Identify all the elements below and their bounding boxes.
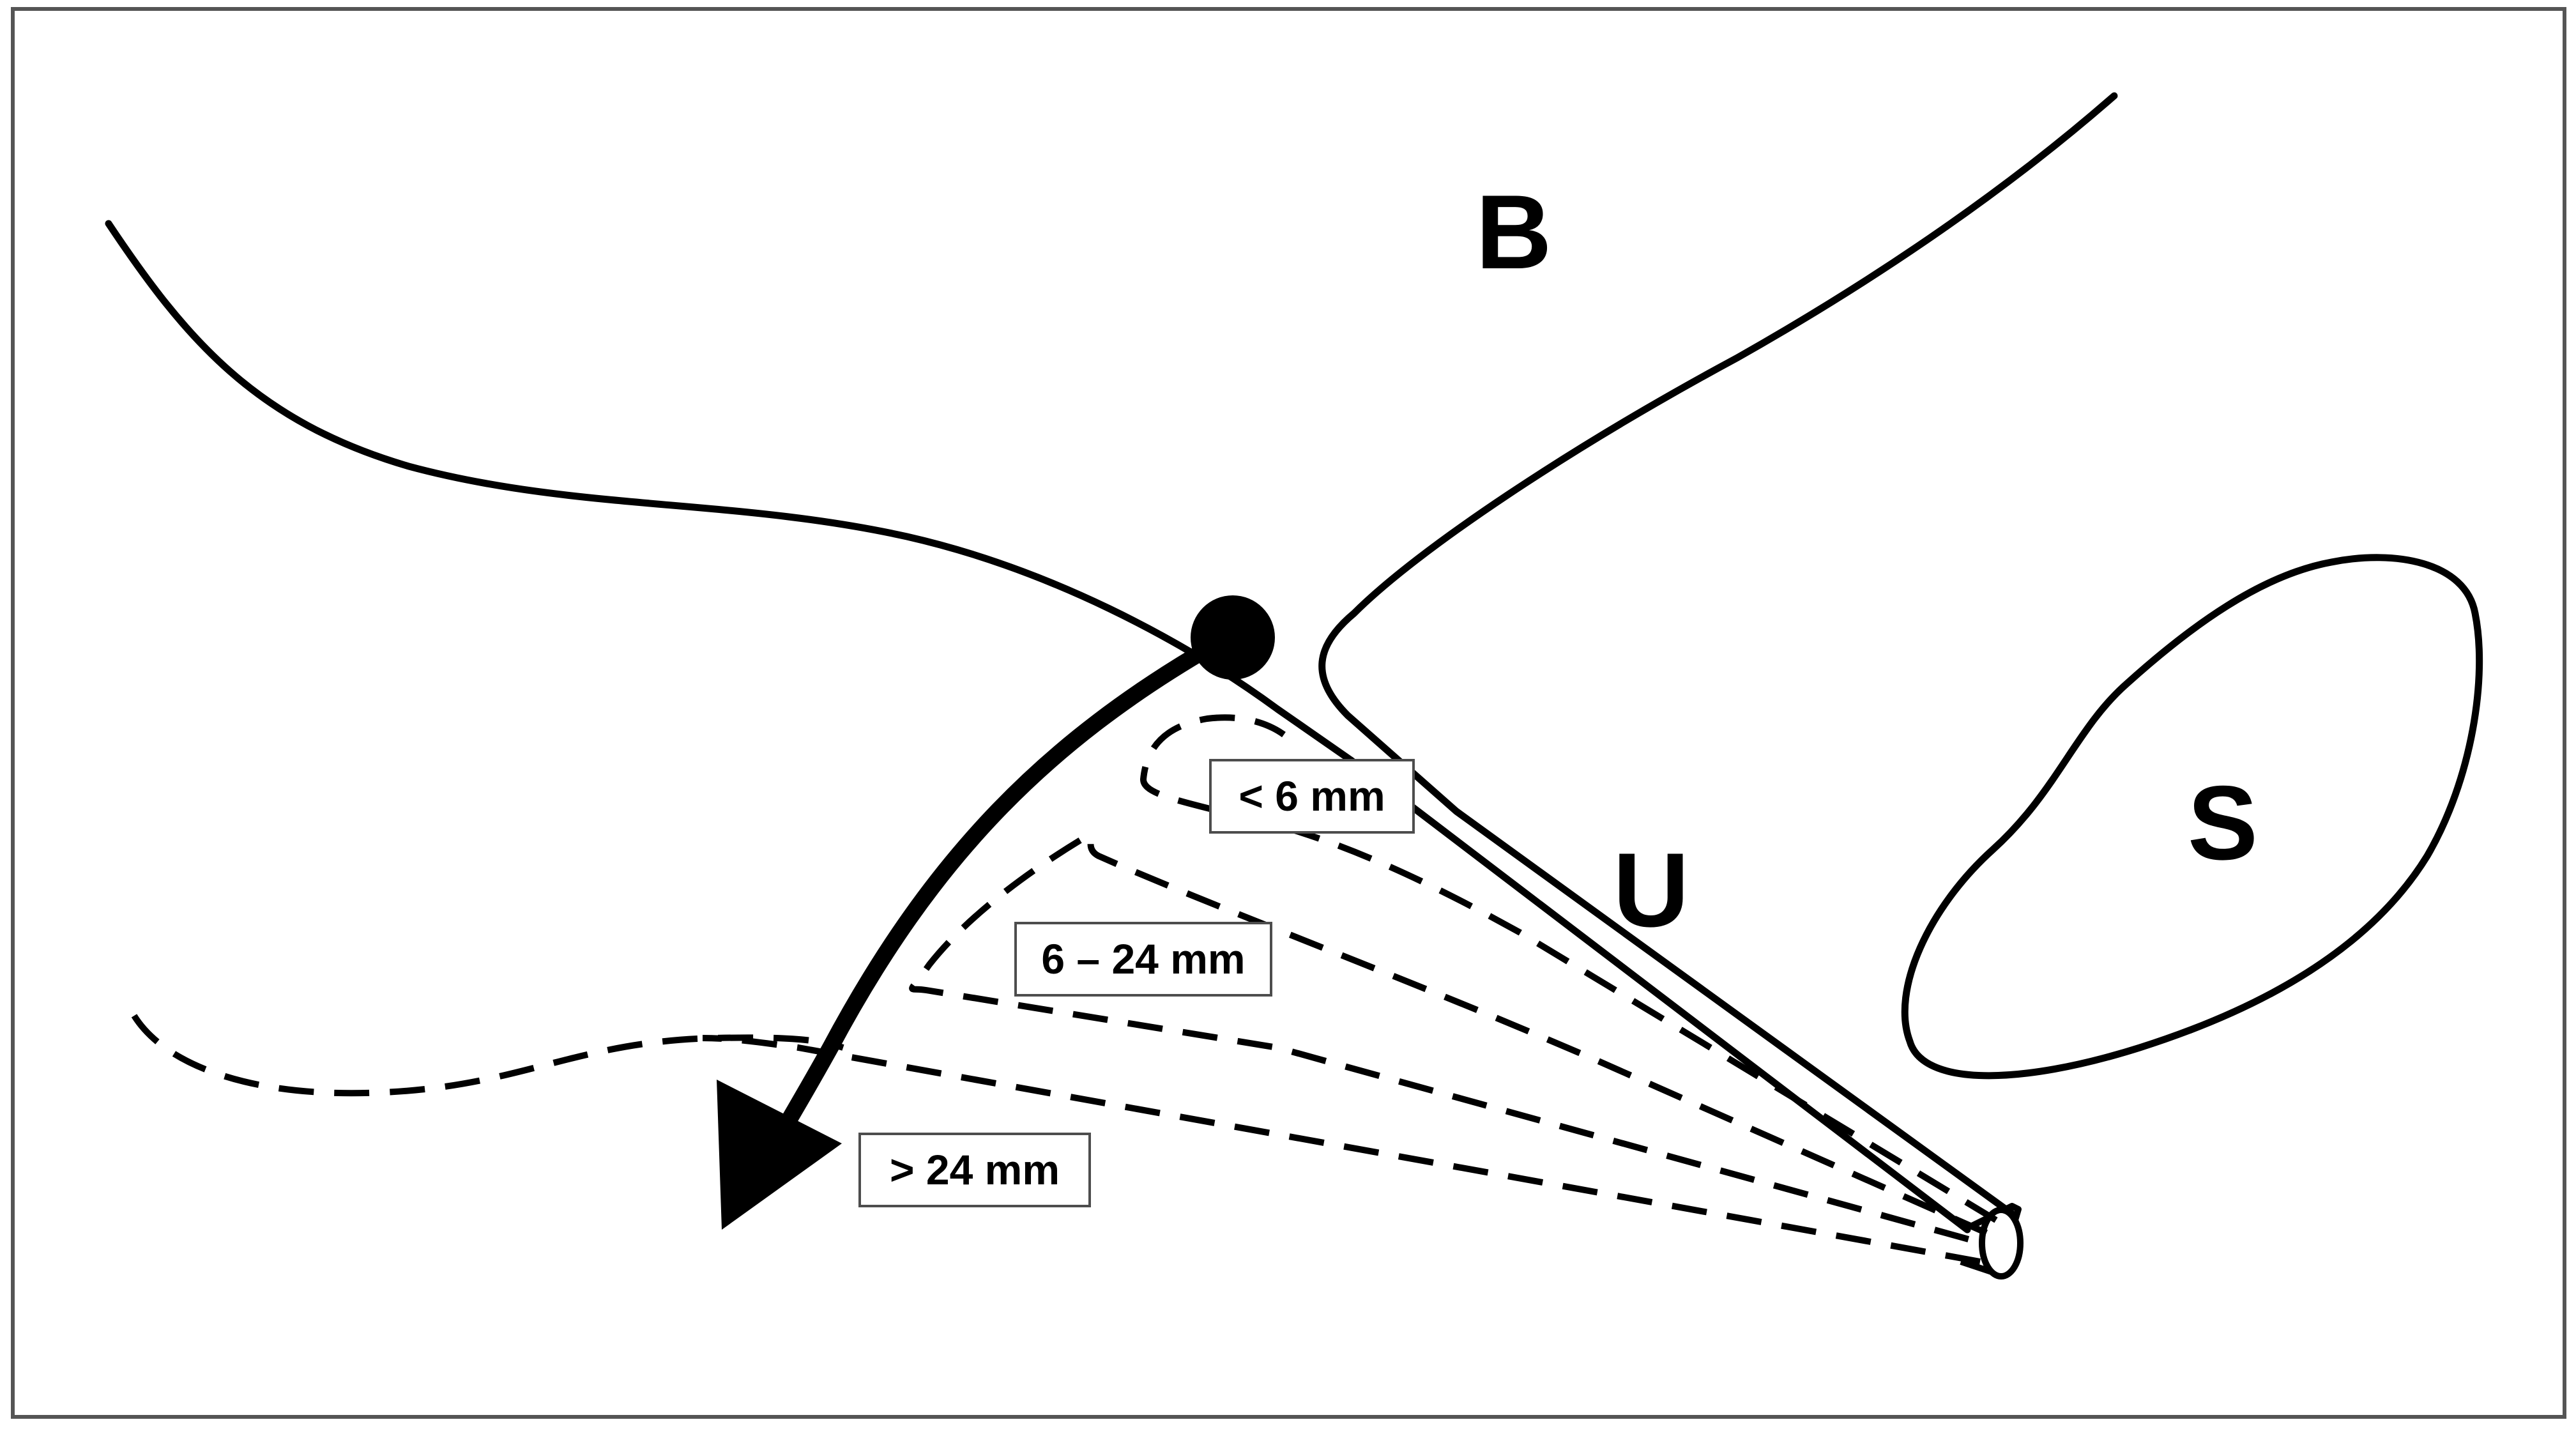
far-baseline [131,1014,844,1097]
bladder-wall-left-contour [105,220,1355,764]
descent-arrow-shaft [768,637,1222,1152]
urethra-posterior-wall [1347,756,1971,1234]
bladder-neck-marker [1191,595,1275,680]
region-label-u: U [1613,831,1689,949]
figure-frame [11,7,2566,1419]
near-zone-boundary [1139,714,1998,1223]
near-distance-label: < 6 mm [1238,772,1385,820]
middle-distance-callout: 6 – 24 mm [1014,922,1272,997]
near-distance-callout: < 6 mm [1209,759,1415,834]
urethra-anterior-wall [1318,92,2118,1218]
far-distance-callout: > 24 mm [858,1133,1091,1207]
far-distance-label: > 24 mm [890,1146,1060,1193]
region-label-b: B [1475,173,1551,291]
symphysis-outline [1901,554,2483,1080]
middle-distance-label: 6 – 24 mm [1041,935,1245,982]
zone-boundaries [131,714,1998,1265]
catheter-tip [1960,1203,2023,1280]
descent-arrow-head [717,1080,842,1230]
region-label-s: S [2188,764,2258,882]
